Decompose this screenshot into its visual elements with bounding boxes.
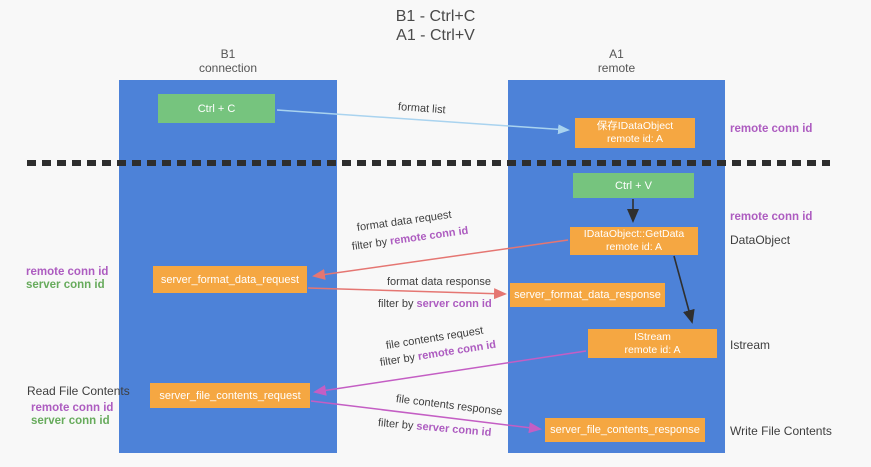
node-server-format-data-response-label: server_format_data_response bbox=[514, 289, 661, 301]
node-server-file-contents-request: server_file_contents_request bbox=[150, 383, 310, 408]
node-server-format-data-response: server_format_data_response bbox=[510, 283, 665, 307]
annotation-left-remote-conn-id-bottom: remote conn id bbox=[31, 402, 114, 414]
title-line-2: A1 - Ctrl+V bbox=[396, 27, 475, 44]
file-contents-response-arrow bbox=[310, 400, 542, 434]
edge-label-format-data-response-filter: filter by server conn id bbox=[378, 298, 492, 310]
getdata-to-istream-arrow bbox=[673, 255, 695, 324]
lane-b1-name: B1 bbox=[220, 47, 236, 61]
edge-label-format-data-response: format data response bbox=[387, 276, 491, 288]
format-data-response-arrow bbox=[307, 287, 507, 300]
node-ctrl-v: Ctrl + V bbox=[573, 173, 694, 198]
title-line-1: B1 - Ctrl+C bbox=[395, 8, 476, 25]
node-server-file-contents-response-label: server_file_contents_response bbox=[550, 424, 700, 436]
node-ctrl-c-label: Ctrl + C bbox=[197, 102, 236, 115]
node-getdata-line1: IDataObject::GetData bbox=[583, 228, 685, 240]
node-istream-line2: remote id: A bbox=[624, 343, 681, 356]
annotation-left-server-conn-id-bottom: server conn id bbox=[31, 415, 110, 427]
format-data-request-arrow bbox=[312, 239, 569, 280]
filter-by-prefix: filter by bbox=[378, 298, 417, 310]
annotation-remote-conn-id-mid: remote conn id bbox=[730, 211, 813, 223]
node-ctrl-c: Ctrl + C bbox=[158, 94, 275, 123]
annotation-left-server-conn-id-top: server conn id bbox=[26, 279, 105, 291]
annotation-istream: Istream bbox=[730, 338, 771, 352]
annotation-write-file-contents: Write File Contents bbox=[730, 424, 832, 438]
annotation-dataobject: DataObject bbox=[730, 233, 791, 247]
annotation-remote-conn-id-top: remote conn id bbox=[730, 123, 813, 135]
node-istream-line1: IStream bbox=[634, 330, 671, 343]
file-contents-request-arrow bbox=[313, 350, 587, 396]
node-server-format-data-request: server_format_data_request bbox=[153, 266, 307, 293]
filter-by-server-conn-id: server conn id bbox=[416, 298, 492, 310]
annotation-read-file-contents: Read File Contents bbox=[27, 384, 130, 398]
node-idataobject-getdata: IDataObject::GetData remote id: A bbox=[570, 227, 698, 255]
node-server-file-contents-response: server_file_contents_response bbox=[545, 418, 705, 442]
node-save-idataobject-line2: remote id: A bbox=[606, 133, 664, 145]
lane-b1-subtitle: connection bbox=[198, 61, 258, 75]
lane-header-a1: A1 remote bbox=[508, 47, 725, 75]
node-server-file-contents-request-label: server_file_contents_request bbox=[159, 389, 301, 402]
node-istream: IStream remote id: A bbox=[588, 329, 717, 358]
lane-a1-subtitle: remote bbox=[597, 61, 636, 75]
lane-header-b1: B1 connection bbox=[119, 47, 337, 75]
format-list-arrow bbox=[276, 109, 570, 135]
lane-a1-name: A1 bbox=[609, 47, 624, 61]
node-ctrl-v-label: Ctrl + V bbox=[615, 179, 652, 192]
node-save-idataobject: 保存IDataObject remote id: A bbox=[575, 118, 695, 148]
node-save-idataobject-line1: 保存IDataObject bbox=[596, 120, 674, 132]
annotation-left-remote-conn-id-top: remote conn id bbox=[26, 266, 109, 278]
node-server-format-data-request-label: server_format_data_request bbox=[160, 273, 300, 286]
node-getdata-line2: remote id: A bbox=[605, 241, 663, 253]
diagram-title: B1 - Ctrl+C A1 - Ctrl+V bbox=[0, 7, 871, 45]
